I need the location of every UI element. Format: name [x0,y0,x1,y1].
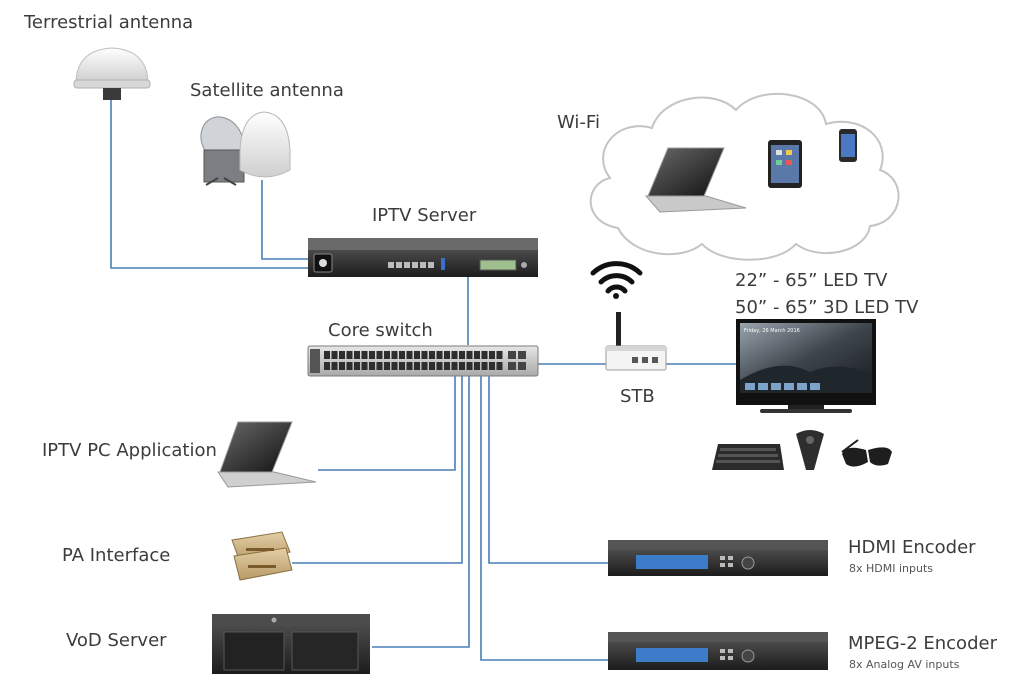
switch-port [399,362,405,370]
wifi-signal-icon [590,261,643,299]
switch-port [429,351,435,359]
switch-port [451,362,458,370]
switch-port [466,351,473,359]
switch-port [459,351,465,359]
3d-led-tv-label: 50” - 65” 3D LED TV [735,297,919,318]
wifi-cloud [589,92,900,261]
pc-application-laptop-device [217,421,317,488]
switch-port [421,351,428,359]
link-switch-to-hdmi [488,376,608,564]
vod-server-device [212,614,370,674]
switch-port [384,362,390,370]
switch-port [331,351,338,359]
hdmi-encoder-label: HDMI Encoder [848,537,976,558]
iptv-pc-application-label: IPTV PC Application [42,440,217,461]
switch-port [361,351,368,359]
led-tv-device [736,319,876,413]
hdmi-encoder-device [608,540,828,576]
satellite-antenna-device [200,111,291,186]
connection-lines [110,96,736,661]
switch-port [444,362,450,370]
stb-device [605,312,667,371]
switch-port [331,362,338,370]
switch-port [429,362,435,370]
switch-port [391,351,398,359]
iptv-server-label: IPTV Server [372,205,477,226]
switch-port [391,362,398,370]
switch-port [489,362,495,370]
switch-port [421,362,428,370]
link-satellite-to-server [261,180,308,260]
switch-port [496,351,503,359]
link-switch-to-mpeg2 [480,376,608,661]
switch-port [346,362,353,370]
keyboard-device [712,444,784,470]
switch-port [466,362,473,370]
switch-port [444,351,450,359]
switch-port [436,351,443,359]
mpeg2-encoder-label: MPEG-2 Encoder [848,633,997,654]
cloud-laptop-device [644,147,747,213]
led-tv-label: 22” - 65” LED TV [735,270,888,291]
tv-screen-date-text: Friday, 26 March 2016 [744,328,800,334]
switch-port [481,351,488,359]
core-switch-label: Core switch [328,320,433,341]
remote-control-device [796,430,824,470]
switch-port [451,351,458,359]
switch-port [384,351,390,359]
link-switch-to-pa [292,376,463,564]
switch-port [406,362,413,370]
switch-port [376,362,383,370]
switch-port [354,362,360,370]
stb-label: STB [620,386,655,407]
vod-server-label: VoD Server [66,630,167,651]
switch-port [376,351,383,359]
terrestrial-antenna-label: Terrestrial antenna [24,12,194,33]
terrestrial-antenna-device [73,47,151,100]
switch-port [324,362,330,370]
switch-port [414,351,420,359]
link-terrestrial-to-server [110,96,308,269]
switch-port [369,351,375,359]
switch-port [436,362,443,370]
switch-port [354,351,360,359]
link-switch-to-pc-app [318,376,456,471]
3d-glasses-device [841,439,892,467]
wifi-label: Wi-Fi [557,112,600,133]
pa-interface-device [231,531,293,581]
analog-inputs-label: 8x Analog AV inputs [849,658,960,671]
switch-port [496,362,503,370]
switch-port [324,351,330,359]
switch-port [339,351,345,359]
switch-port [369,362,375,370]
hdmi-inputs-label: 8x HDMI inputs [849,562,934,575]
switch-port [459,362,465,370]
switch-port [474,351,480,359]
core-switch-device [307,345,539,377]
switch-port [474,362,480,370]
cloud-tablet-device [768,140,802,188]
switch-port [399,351,405,359]
switch-port [414,362,420,370]
iptv-server-device [308,238,538,277]
switch-port [346,351,353,359]
switch-port [361,362,368,370]
link-switch-to-vod [372,376,470,648]
switch-port [406,351,413,359]
mpeg2-encoder-device [608,632,828,670]
switch-port [339,362,345,370]
pa-interface-label: PA Interface [62,545,171,566]
switch-port [481,362,488,370]
switch-port [489,351,495,359]
satellite-antenna-label: Satellite antenna [190,80,344,101]
cloud-phone-device [839,129,857,162]
